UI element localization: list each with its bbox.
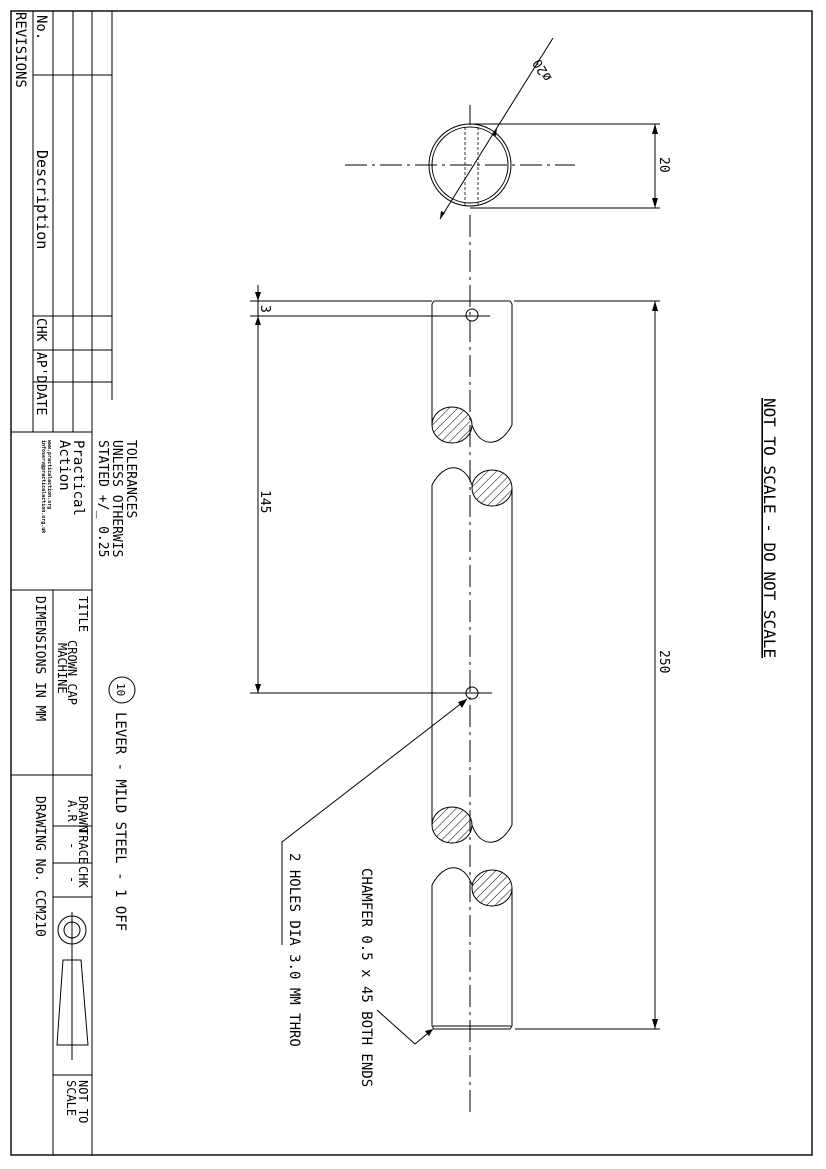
chk-value: - <box>65 876 79 883</box>
side-view: 3 145 250 2 HOLES DIA 3.0 MM THRO CHAMFE… <box>250 215 671 1112</box>
holes-callout: 2 HOLES DIA 3.0 MM THRO <box>286 853 302 1047</box>
revisions-table: REVISIONS No. Description CHK AP'D DATE <box>11 11 113 1155</box>
chk-label: CHK <box>76 866 90 888</box>
diameter-dimension: ø20 <box>530 56 555 84</box>
hole-offset-dimension: 3 <box>257 305 272 313</box>
revisions-title: REVISIONS <box>12 12 28 88</box>
length-dimension: 250 <box>656 650 671 673</box>
item-number: 10 <box>114 683 127 696</box>
title-block: Practical Action www.practicalaction.org… <box>11 440 92 1155</box>
third-angle-projection-icon <box>56 912 89 1060</box>
drawn-label: DRAWN <box>76 796 90 832</box>
tolerances-line2: UNLESS OTHERWIS <box>109 440 124 557</box>
not-to-scale-note: NOT TO SCALE - DO NOT SCALE <box>760 398 779 658</box>
item-number-balloon <box>108 676 136 704</box>
scale-line1: NOT TO <box>76 1080 90 1123</box>
trace-label: TRACE <box>76 828 90 864</box>
company-name-line1: Practical <box>70 440 86 516</box>
drawn-value: A.R <box>65 800 79 822</box>
end-view: ø20 20 <box>345 37 671 220</box>
title-line2: MACHINE <box>55 643 69 694</box>
hole-spacing-dimension: 145 <box>257 490 272 513</box>
units-note: DIMENSIONS IN MM <box>32 596 47 721</box>
revisions-header-no: No. <box>33 15 49 40</box>
company-name-line2: Action <box>56 440 72 491</box>
title-line1: CROWN CAP <box>65 640 79 705</box>
drawing-border <box>10 10 813 1156</box>
revisions-header-approved: AP'D <box>33 352 48 383</box>
tolerances-line1: TOLERANCES <box>123 440 138 518</box>
scale-line2: SCALE <box>64 1080 78 1116</box>
revisions-header-description: Description <box>33 150 51 249</box>
company-website: www.practicalaction.org <box>46 440 52 509</box>
width-dimension: 20 <box>656 157 671 173</box>
trace-value: - <box>65 842 79 849</box>
tolerances-line3: STATED +/_ 0.25 <box>95 440 110 557</box>
part-description: LEVER - MILD STEEL - 1 OFF <box>112 712 128 931</box>
revisions-header-date: DATE <box>33 384 48 415</box>
hole-1 <box>465 308 479 322</box>
chamfer-callout: CHAMFER 0.5 x 45 BOTH ENDS <box>358 868 374 1087</box>
title-label: TITLE <box>76 596 90 632</box>
drawing-number: DRAWING No. CCM210 <box>32 796 47 937</box>
revisions-header-chk: CHK <box>33 318 48 342</box>
company-email: infoserv@practicalaction.org.uk <box>40 440 46 533</box>
